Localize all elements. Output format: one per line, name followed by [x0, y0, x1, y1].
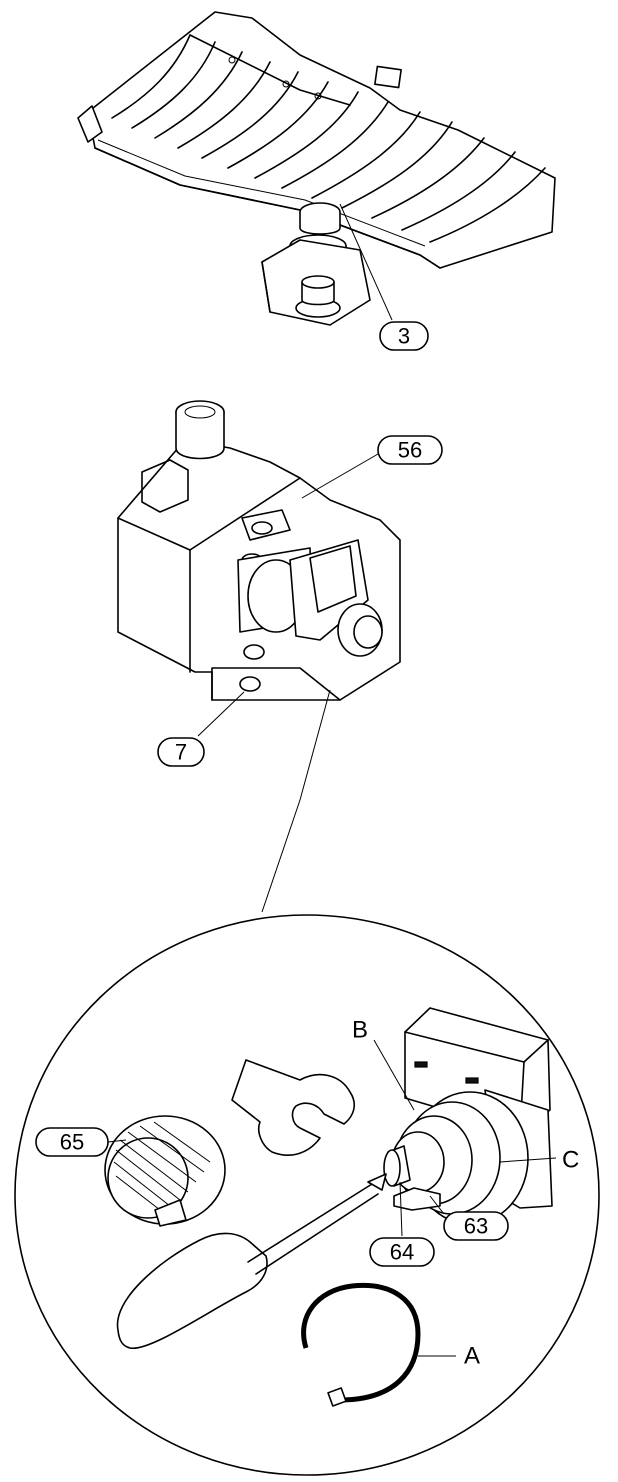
callout-63: 63 [443, 1211, 509, 1241]
callout-64: 64 [369, 1237, 435, 1267]
burner-assembly [77, 11, 556, 326]
label-b: B [352, 1017, 368, 1044]
callout-64-label: 64 [390, 1240, 414, 1265]
callout-65: 65 [35, 1127, 109, 1157]
callout-63-label: 63 [464, 1214, 488, 1239]
label-a: A [464, 1343, 480, 1370]
label-c: C [562, 1147, 579, 1174]
callout-3: 3 [379, 321, 429, 351]
callout-56-label: 56 [398, 438, 422, 463]
gas-valve [117, 400, 401, 913]
callout-56: 56 [377, 435, 443, 465]
callout-3-label: 3 [398, 324, 410, 349]
callout-7-label: 7 [175, 740, 187, 765]
callout-7: 7 [157, 737, 205, 767]
callout-65-label: 65 [60, 1130, 84, 1155]
detail-view [14, 914, 600, 1476]
